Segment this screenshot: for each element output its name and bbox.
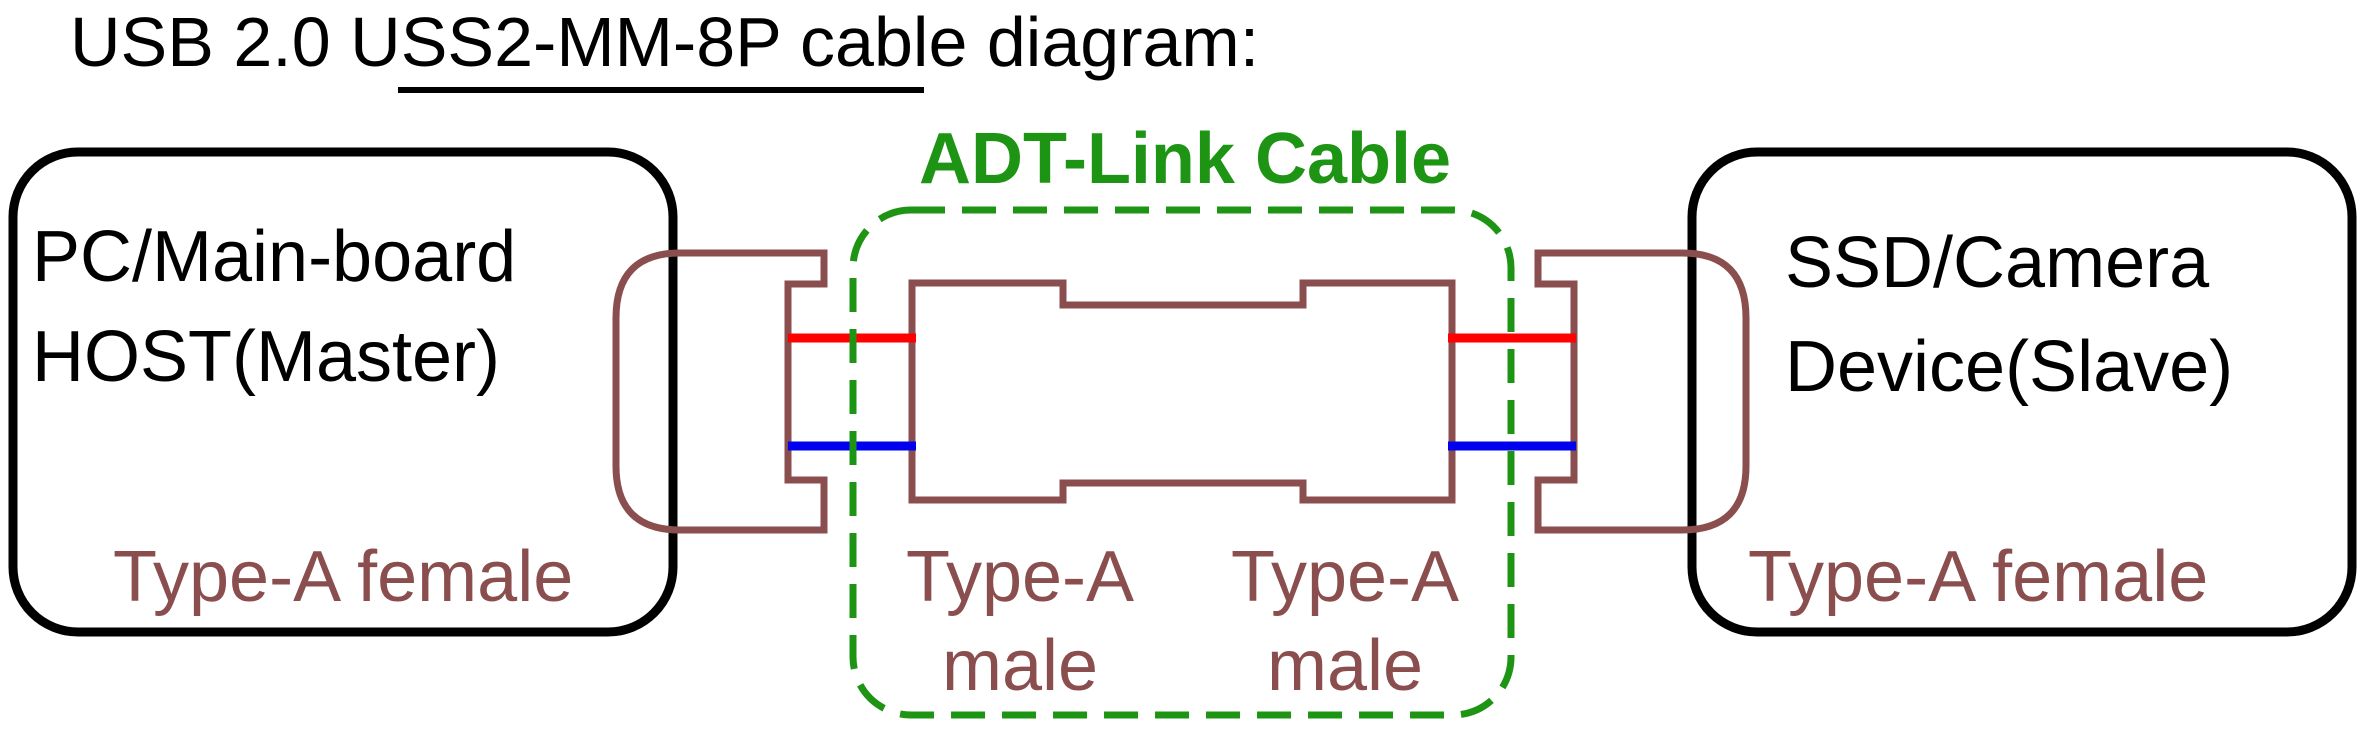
host-port-label: Type-A female <box>113 537 573 617</box>
device-label-line2: Device(Slave) <box>1785 327 2233 407</box>
right-male-label-line1: Type-A <box>1231 537 1459 617</box>
host-label-line1: PC/Main-board <box>32 217 516 297</box>
adt-link-cable-boundary <box>849 206 1515 719</box>
host-female-receptacle <box>612 249 828 534</box>
device-label-line1: SSD/Camera <box>1785 223 2210 303</box>
diagram-title: USB 2.0 USS2-MM-8P cable diagram: <box>70 3 1259 81</box>
right-male-label-line2: male <box>1267 626 1423 706</box>
left-male-label-line2: male <box>942 626 1098 706</box>
title-model: USS2-MM-8P <box>350 3 780 81</box>
device-female-receptacle <box>1534 249 1750 534</box>
cable-male-plugs <box>908 279 1456 504</box>
device-box <box>1687 147 2357 637</box>
device-port-label: Type-A female <box>1748 537 2208 617</box>
host-label-line2: HOST(Master) <box>32 317 500 397</box>
title-prefix: USB 2.0 <box>70 3 350 81</box>
host-box <box>8 147 678 637</box>
title-suffix: cable diagram: <box>781 3 1260 81</box>
left-male-label-line1: Type-A <box>906 537 1134 617</box>
cable-label: ADT-Link Cable <box>919 119 1451 199</box>
